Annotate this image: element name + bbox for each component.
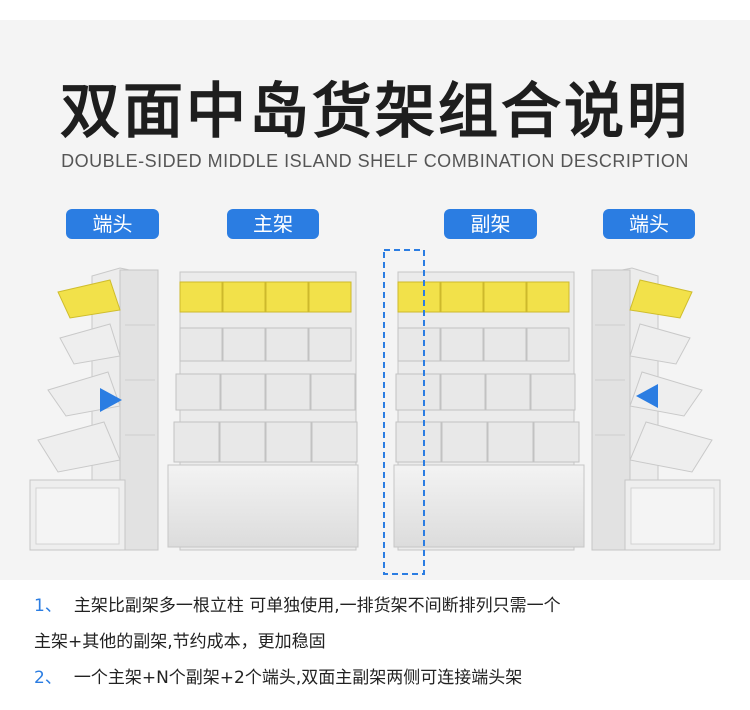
arrow-left-icon bbox=[636, 384, 658, 408]
tag-sub-shelf: 副架 bbox=[444, 209, 537, 239]
note-item-1: 1、主架比副架多一根立柱 可单独使用,一排货架不间断排列只需一个 bbox=[34, 588, 734, 624]
note-number: 2、 bbox=[34, 668, 62, 688]
tag-end-right: 端头 bbox=[603, 209, 695, 239]
shelf-illustration bbox=[29, 249, 721, 575]
tag-end-left: 端头 bbox=[66, 209, 159, 239]
note-text: 一个主架+N个副架+2个端头,双面主副架两侧可连接端头架 bbox=[73, 668, 523, 688]
sub-shelf bbox=[383, 249, 585, 575]
notes: 1、主架比副架多一根立柱 可单独使用,一排货架不间断排列只需一个 主架+其他的副… bbox=[34, 588, 734, 696]
note-text: 主架比副架多一根立柱 可单独使用,一排货架不间断排列只需一个 bbox=[73, 596, 561, 616]
note-item-2: 2、一个主架+N个副架+2个端头,双面主副架两侧可连接端头架 bbox=[34, 660, 734, 696]
end-cap-shelf-left bbox=[29, 267, 159, 551]
dashed-post-highlight bbox=[383, 249, 425, 575]
page-title: 双面中岛货架组合说明 bbox=[60, 77, 690, 147]
tag-main-shelf: 主架 bbox=[227, 209, 319, 239]
main-shelf bbox=[167, 271, 359, 551]
end-cap-shelf-right bbox=[591, 267, 721, 551]
arrow-right-icon bbox=[100, 388, 122, 412]
note-item-1-cont: 主架+其他的副架,节约成本，更加稳固 bbox=[34, 632, 326, 652]
note-number: 1、 bbox=[34, 596, 62, 616]
page-subtitle: DOUBLE-SIDED MIDDLE ISLAND SHELF COMBINA… bbox=[61, 151, 689, 171]
